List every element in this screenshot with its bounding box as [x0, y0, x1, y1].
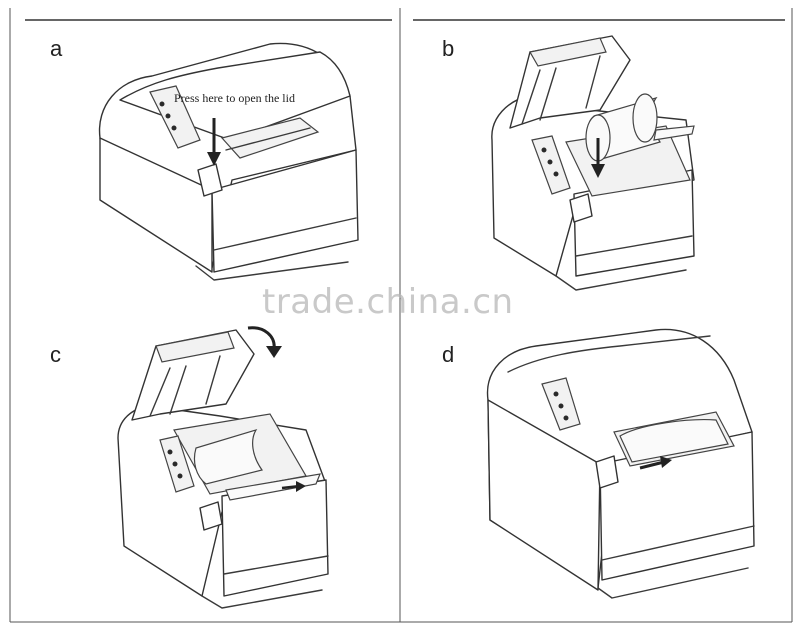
printer-illustration — [491, 35, 695, 291]
printer-illustration — [486, 328, 755, 599]
panel-a: a Press here to — [50, 36, 359, 281]
down-arrow-icon — [591, 138, 605, 178]
callout-label: Press here to open the lid — [174, 91, 295, 105]
panel-a-letter: a — [50, 36, 63, 61]
panel-c-letter: c — [50, 342, 61, 367]
down-arrow-icon — [207, 118, 221, 166]
panel-b-letter: b — [442, 36, 454, 61]
panel-frame — [9, 8, 793, 623]
panel-c: c — [50, 326, 329, 609]
printer-illustration — [117, 329, 329, 609]
right-arrow-icon — [639, 456, 672, 470]
panel-d-letter: d — [442, 342, 454, 367]
panel-d: d — [442, 328, 755, 599]
panel-b: b — [442, 35, 695, 291]
paper-roll — [585, 93, 695, 162]
watermark-text: trade.china.cn — [262, 282, 514, 322]
right-arrow-icon — [281, 481, 306, 492]
rotate-arrow-icon — [247, 326, 282, 358]
printer-illustration — [98, 42, 359, 281]
